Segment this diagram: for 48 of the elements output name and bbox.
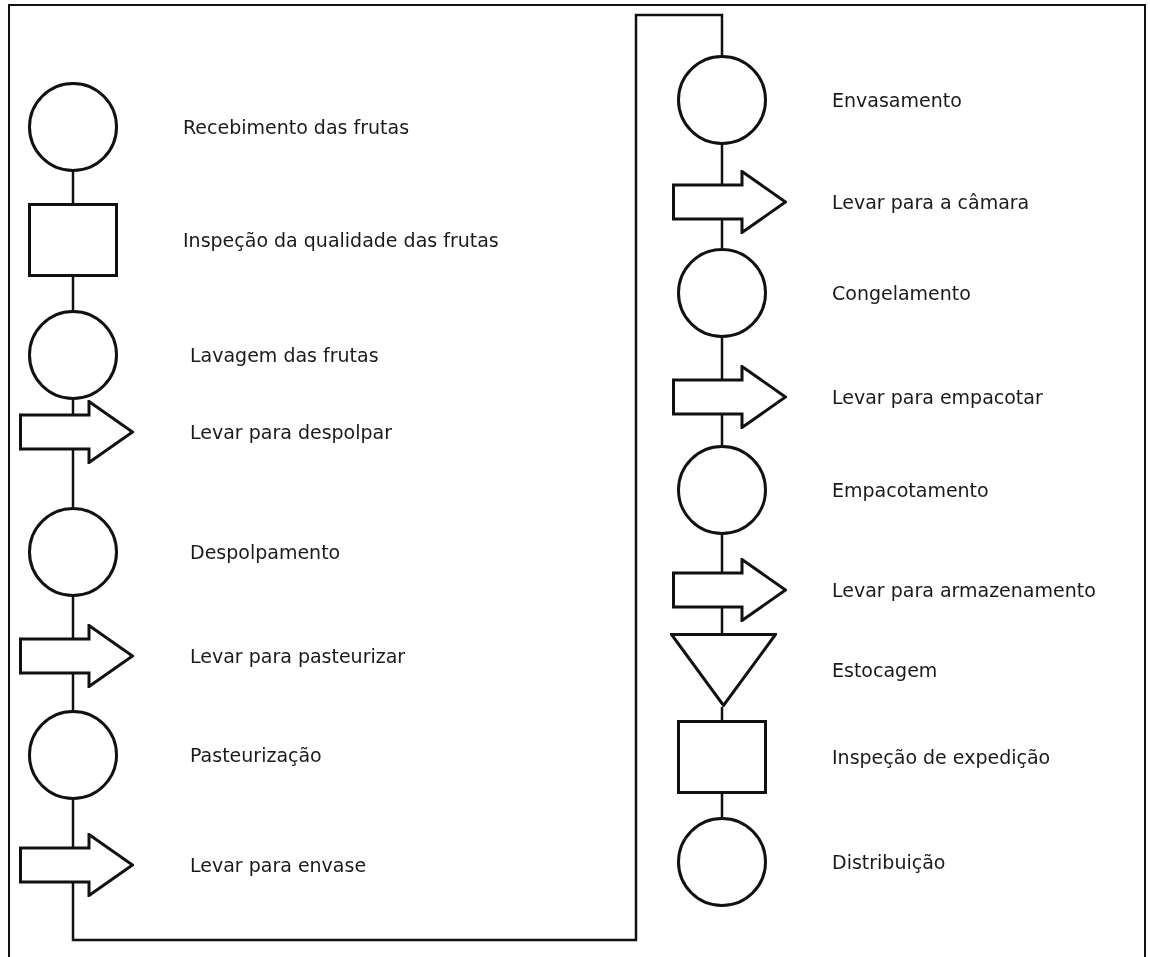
storage-triangle xyxy=(669,633,777,707)
connector-line xyxy=(71,13,724,942)
operation-circle xyxy=(677,817,767,907)
step-label: Pasteurização xyxy=(190,743,322,767)
operation-circle xyxy=(28,82,118,172)
operation-circle xyxy=(677,55,767,145)
step-label: Inspeção de expedição xyxy=(832,745,1051,769)
connector-line xyxy=(71,277,75,310)
connector-line xyxy=(71,172,75,203)
step-label: Despolpamento xyxy=(190,540,341,564)
step-label: Levar para envase xyxy=(190,853,367,877)
transport-symbol xyxy=(671,170,787,234)
operation-circle xyxy=(28,710,118,800)
connector-line xyxy=(71,597,75,639)
inspection-square xyxy=(677,720,767,794)
connector-line xyxy=(71,449,75,507)
connector-line xyxy=(720,535,724,573)
step-label: Levar para armazenamento xyxy=(832,578,1096,602)
step-label: Distribuição xyxy=(832,850,946,874)
operation-circle xyxy=(28,310,118,400)
operation-circle xyxy=(28,507,118,597)
step-label: Levar para a câmara xyxy=(832,190,1030,214)
step-label: Recebimento das frutas xyxy=(183,115,410,139)
step-label: Empacotamento xyxy=(832,478,989,502)
connector-line xyxy=(720,145,724,185)
connector-line xyxy=(71,800,75,848)
transport-symbol xyxy=(671,365,787,429)
inspection-square xyxy=(28,203,118,277)
step-label: Levar para despolpar xyxy=(190,420,392,444)
connector-line xyxy=(71,673,75,710)
transport-symbol xyxy=(18,624,134,688)
connector-line xyxy=(720,338,724,380)
step-label: Levar para empacotar xyxy=(832,385,1043,409)
operation-circle xyxy=(677,445,767,535)
step-label: Lavagem das frutas xyxy=(190,343,379,367)
connector-line xyxy=(720,414,724,445)
connector-line xyxy=(720,219,724,248)
operation-circle xyxy=(677,248,767,338)
step-label: Inspeção da qualidade das frutas xyxy=(183,228,499,252)
connector-line xyxy=(720,607,724,633)
transport-symbol xyxy=(18,833,134,897)
step-label: Congelamento xyxy=(832,281,971,305)
step-label: Levar para pasteurizar xyxy=(190,644,406,668)
connector-line xyxy=(720,794,724,817)
step-label: Estocagem xyxy=(832,658,938,682)
transport-symbol xyxy=(671,558,787,622)
transport-symbol xyxy=(18,400,134,464)
step-label: Envasamento xyxy=(832,88,962,112)
